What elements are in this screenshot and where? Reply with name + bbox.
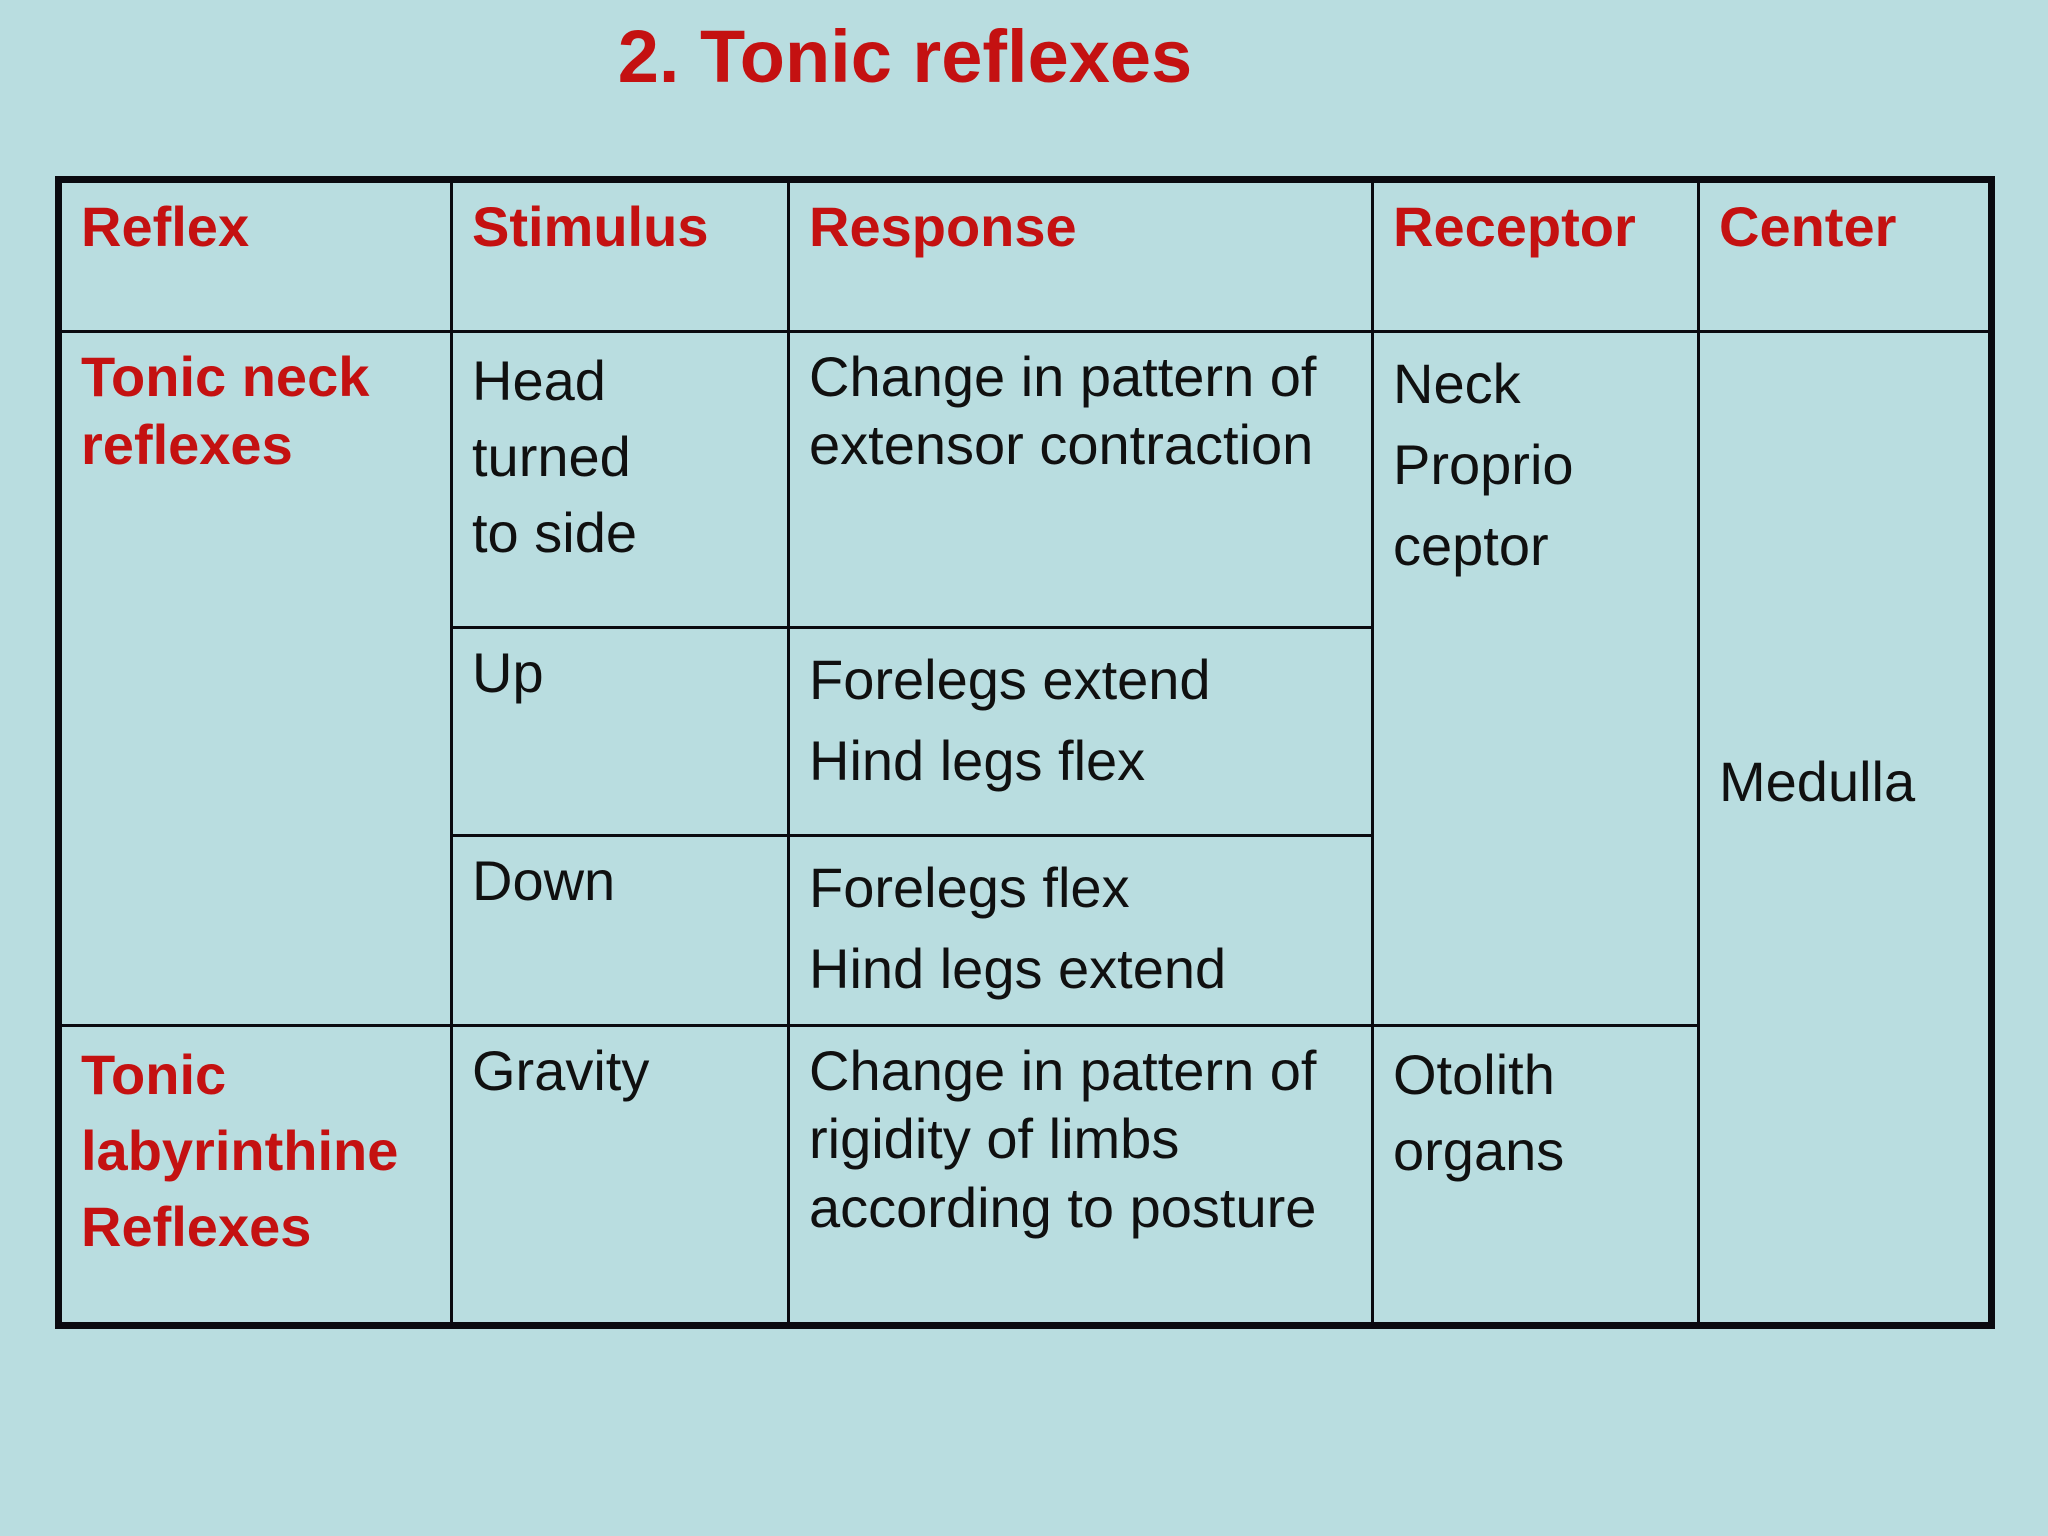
cell-stimulus-up: Up: [450, 626, 790, 837]
cell-stimulus-head-turned: Head turned to side: [450, 330, 790, 629]
cell-center-medulla: Medulla: [1697, 330, 1993, 1327]
cell-reflex-tonic-neck: Tonic neck reflexes: [57, 330, 453, 1027]
table-row-tonic-neck-down: Down Forelegs flex Hind legs extend: [59, 834, 1992, 1027]
table-row-tonic-neck-up: Up Forelegs extend Hind legs flex: [59, 626, 1992, 837]
header-cell-receptor: Receptor: [1371, 178, 1700, 333]
cell-receptor-otolith-organs: Otolith organs: [1371, 1024, 1700, 1327]
tonic-reflexes-table: Reflex Stimulus Response Receptor Center…: [55, 176, 1995, 1329]
cell-receptor-neck-proprioceptor: Neck Proprio ceptor: [1371, 330, 1700, 1027]
header-cell-reflex: Reflex: [57, 178, 453, 333]
header-cell-stimulus: Stimulus: [450, 178, 790, 333]
cell-response-up: Forelegs extend Hind legs flex: [787, 626, 1374, 837]
cell-stimulus-gravity: Gravity: [450, 1024, 790, 1327]
cell-response-rigidity: Change in pattern of rigidity of limbs a…: [787, 1024, 1374, 1327]
table-row-tonic-neck-head-turned: Tonic neck reflexes Head turned to side …: [57, 330, 1993, 1327]
table-row-tonic-labyrinthine: Tonic labyrinthine Reflexes Gravity Chan…: [57, 1024, 1992, 1327]
slide-title: 2. Tonic reflexes: [617, 15, 1193, 98]
header-cell-response: Response: [787, 178, 1374, 333]
table-header-row: Reflex Stimulus Response Receptor Center: [57, 178, 1993, 333]
cell-response-extensor-contraction: Change in pattern of extensor contractio…: [787, 330, 1374, 629]
cell-reflex-tonic-labyrinthine: Tonic labyrinthine Reflexes: [57, 1024, 453, 1327]
header-cell-center: Center: [1697, 178, 1993, 333]
cell-response-down: Forelegs flex Hind legs extend: [787, 834, 1374, 1027]
cell-stimulus-down: Down: [450, 834, 790, 1027]
